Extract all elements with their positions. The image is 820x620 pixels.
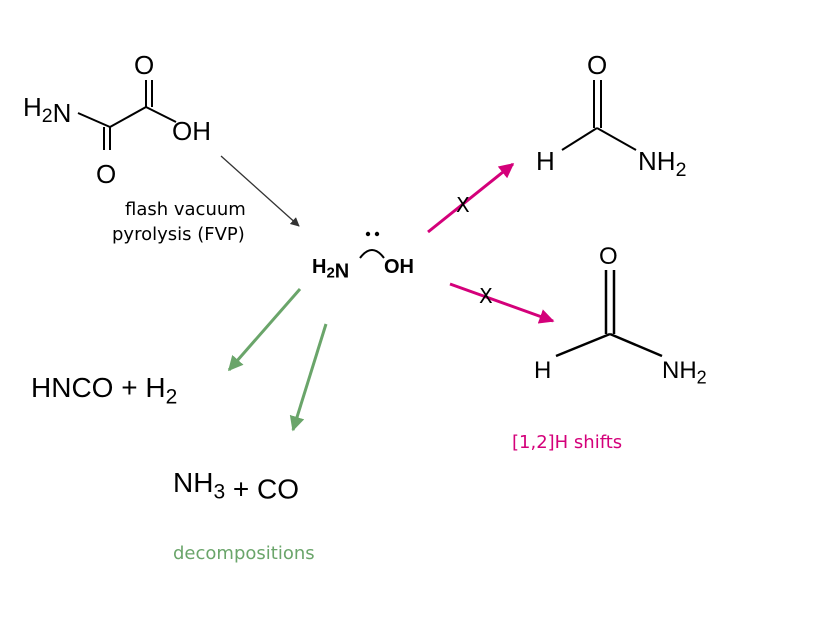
carbene-bonds bbox=[359, 248, 385, 259]
formamide-bottom-amine-subscript: 2 bbox=[697, 367, 707, 387]
reactant-hydroxyl-label: OH bbox=[172, 116, 211, 146]
decomposition-product-2-subscript: 3 bbox=[213, 480, 225, 503]
carbene-amine-text: N bbox=[335, 261, 349, 283]
reactant-carbonyl-oxygen-bottom: O bbox=[96, 159, 116, 189]
decomposition-arrow-1 bbox=[227, 288, 302, 372]
formamide-top-oxygen: O bbox=[587, 50, 607, 80]
carbene-intermediate: H2N OH bbox=[312, 231, 414, 283]
condition-line-1: flash vacuum bbox=[125, 199, 246, 220]
carbene-hydroxyl-label: OH bbox=[384, 256, 414, 278]
shift-arrow-top bbox=[427, 162, 515, 234]
carbene-amine-subscript: 2 bbox=[326, 265, 334, 282]
decomposition-product-2-text: NH bbox=[173, 467, 213, 498]
blocked-mark-bottom: X bbox=[479, 284, 493, 308]
formamide-bottom-amine-text: NH bbox=[662, 357, 697, 384]
carbene-amine-text: H bbox=[312, 256, 326, 278]
fvp-arrow bbox=[220, 155, 300, 227]
shift-arrow-bottom bbox=[449, 282, 555, 324]
formamide-bottom: O H NH2 bbox=[534, 243, 707, 387]
blocked-mark-top: X bbox=[456, 193, 470, 217]
decomposition-product-2: NH3 + CO bbox=[173, 467, 299, 504]
decomposition-product-1-subscript: 2 bbox=[166, 385, 178, 408]
reactant-amine-text: H bbox=[23, 92, 42, 122]
formamide-top-hydrogen: H bbox=[536, 146, 555, 176]
reactant-oxamic-acid: H2N O O OH bbox=[23, 50, 211, 189]
reactant-bonds bbox=[77, 80, 177, 150]
formamide-top-amine-subscript: 2 bbox=[676, 159, 687, 181]
formamide-top: O H NH2 bbox=[536, 50, 686, 181]
formamide-bottom-bonds bbox=[555, 270, 663, 358]
reactant-amine-label: H2N bbox=[23, 92, 71, 128]
formamide-top-bonds bbox=[561, 80, 637, 151]
condition-line-2: pyrolysis (FVP) bbox=[112, 224, 245, 245]
decomposition-caption: decompositions bbox=[173, 543, 315, 564]
formamide-top-amine-label: NH2 bbox=[638, 146, 686, 181]
carbene-lone-pair-dot bbox=[365, 231, 371, 237]
reactant-amine-text: N bbox=[53, 98, 72, 128]
formamide-top-amine-text: NH bbox=[638, 146, 676, 176]
formamide-bottom-hydrogen: H bbox=[534, 357, 551, 384]
decomposition-product-2-text: + CO bbox=[225, 473, 299, 504]
shift-caption: [1,2]H shifts bbox=[512, 432, 622, 453]
decomposition-product-1: HNCO + H2 bbox=[31, 372, 177, 408]
carbene-lone-pair-dot bbox=[374, 231, 380, 237]
reactant-amine-subscript: 2 bbox=[42, 105, 53, 127]
formamide-bottom-amine-label: NH2 bbox=[662, 357, 707, 387]
formamide-bottom-oxygen: O bbox=[599, 243, 618, 270]
decomposition-arrow-2 bbox=[289, 323, 328, 432]
reactant-carbonyl-oxygen-top: O bbox=[134, 50, 154, 80]
decomposition-product-1-text: HNCO + H bbox=[31, 372, 166, 403]
carbene-amine-label: H2N bbox=[312, 256, 349, 283]
